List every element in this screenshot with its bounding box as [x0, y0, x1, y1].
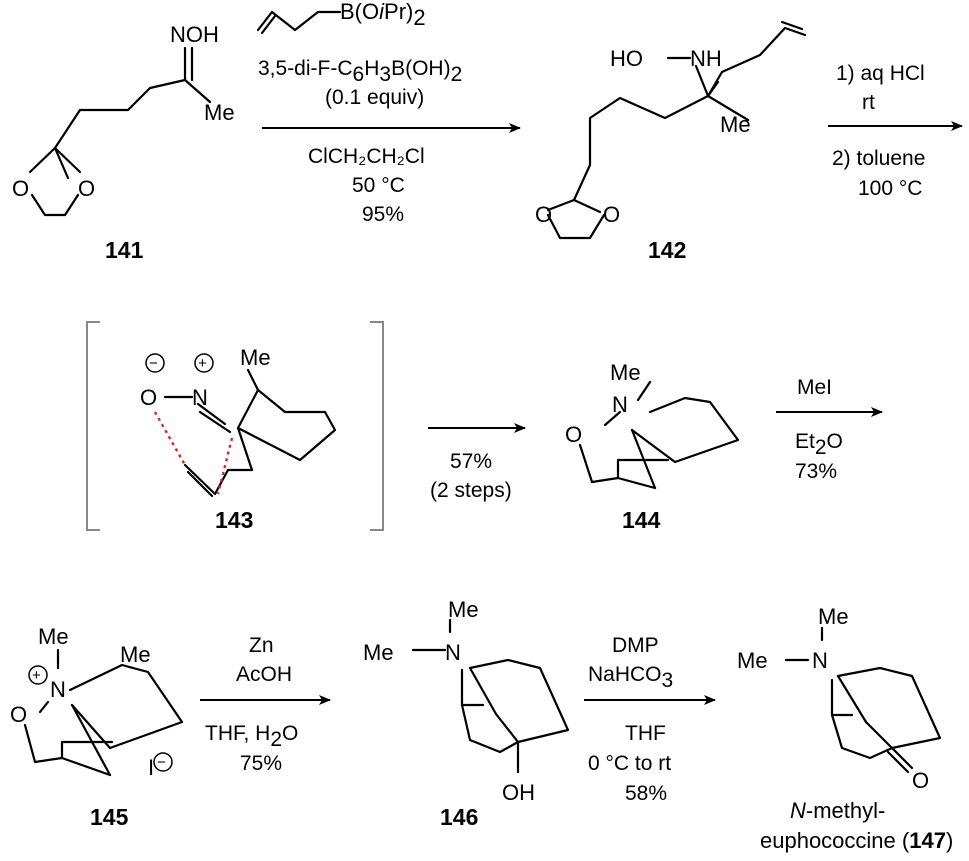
iodide-label: I [148, 755, 154, 780]
methyl-label: Me [720, 112, 751, 137]
step-6: DMP NaHCO3 THF 0 °C to rt 58% [584, 634, 716, 805]
nitrogen-label: N [612, 392, 628, 417]
compound-144: Me N O 144 [565, 360, 740, 533]
right-bracket [370, 321, 384, 531]
catalyst-label: 3,5-di-F-C6H3B(OH)2 [258, 57, 462, 86]
left-bracket [86, 321, 100, 531]
compound-label-141: 141 [105, 237, 144, 263]
nitrogen-label: N [445, 640, 461, 665]
compound-label-144: 144 [622, 507, 661, 533]
compound-146: Me Me N OH 146 [363, 597, 570, 830]
yield-label: 58% [625, 782, 667, 805]
oxime-noh-label: NOH [170, 22, 219, 47]
yield-label: 73% [795, 460, 837, 483]
methyl-label: Me [240, 345, 271, 370]
acid-label: AcOH [236, 663, 292, 686]
nitrogen-label: N [812, 648, 828, 673]
compound-label-145: 145 [90, 804, 129, 830]
step-count-label: (2 steps) [430, 479, 512, 502]
compound-name-147: N-methyl- [790, 798, 885, 823]
solvent-label: THF [625, 722, 666, 745]
cycloaddition-bond-dashes [153, 411, 187, 466]
compound-141: NOH Me O O 141 [12, 22, 235, 263]
dioxolane-oxygen-label: O [535, 202, 552, 227]
hydroxylamine-nh-label: NH [690, 46, 722, 71]
yield-label: 95% [362, 203, 404, 226]
step-1: B(OiPr)2 3,5-di-F-C6H3B(OH)2 (0.1 equiv)… [256, 0, 521, 226]
methyl-label: Me [120, 642, 151, 667]
catalyst-loading: (0.1 equiv) [325, 86, 424, 109]
ketone-oxygen-label: O [912, 768, 929, 793]
n-methyl-label: Me [38, 624, 69, 649]
compound-145: Me Me + N O I − 145 [10, 624, 184, 830]
bridgehead-methyl-label: Me [448, 597, 479, 622]
step-4: MeI Et2O 73% [776, 376, 883, 483]
nitrogen-label: N [50, 677, 66, 702]
step-2: 1) aq HCl rt 2) toluene 100 °C [828, 62, 963, 200]
oxygen-label: O [10, 702, 27, 727]
oxidant-label: DMP [612, 634, 659, 657]
methylation-reagent: MeI [797, 376, 832, 399]
temperature-label: 0 °C to rt [588, 752, 671, 775]
oxide-charge: − [149, 355, 158, 372]
bridgehead-methyl-label: Me [818, 604, 849, 629]
step-3: 57% (2 steps) [428, 423, 526, 502]
reagent-boronate: B(OiPr)2 [340, 0, 426, 30]
oxygen-label: O [140, 385, 157, 410]
solvent-label: ClCH₂CH₂Cl [308, 145, 425, 168]
cyclization-solvent: 2) toluene [832, 147, 925, 170]
nitrogen-label: N [192, 385, 208, 410]
cyclization-temperature: 100 °C [858, 177, 922, 200]
compound-147: Me Me N O N-methyl- euphococcine (147) [737, 604, 953, 853]
hydroxylamine-ho-label: HO [610, 46, 643, 71]
ether-solvent: Et2O [795, 430, 843, 459]
oxygen-label: O [565, 422, 582, 447]
hydrolysis-temperature: rt [862, 91, 875, 114]
compound-label-146: 146 [440, 804, 478, 830]
compound-label-142: 142 [648, 237, 686, 263]
compound-label-143: 143 [215, 507, 253, 533]
compound-143: − + O N Me 143 [86, 321, 384, 533]
dioxolane-oxygen-label: O [78, 176, 95, 201]
yield-label: 57% [450, 450, 492, 473]
yield-label: 75% [240, 752, 282, 775]
hydroxyl-label: OH [502, 780, 535, 805]
hydrolysis-conditions: 1) aq HCl [836, 62, 925, 85]
base-label: NaHCO3 [588, 663, 673, 692]
n-methyl-label: Me [363, 640, 394, 665]
ammonium-charge: + [32, 667, 41, 684]
solvent-label: THF, H2O [205, 722, 298, 751]
iodide-charge: − [157, 754, 166, 771]
n-methyl-label: Me [737, 648, 768, 673]
compound-name-147-line2: euphococcine (147) [760, 828, 953, 853]
dioxolane-oxygen-label: O [12, 176, 29, 201]
methyl-label: Me [204, 100, 235, 125]
temperature-label: 50 °C [352, 174, 405, 197]
step-5: Zn AcOH THF, H2O 75% [200, 634, 331, 775]
nitrone-charge: + [198, 355, 207, 372]
dioxolane-oxygen-label: O [603, 202, 620, 227]
allyl-boronate-drawing [256, 10, 342, 32]
reductant-label: Zn [249, 634, 274, 657]
compound-142: HO NH Me O O 142 [535, 20, 807, 263]
methyl-label: Me [610, 360, 641, 385]
